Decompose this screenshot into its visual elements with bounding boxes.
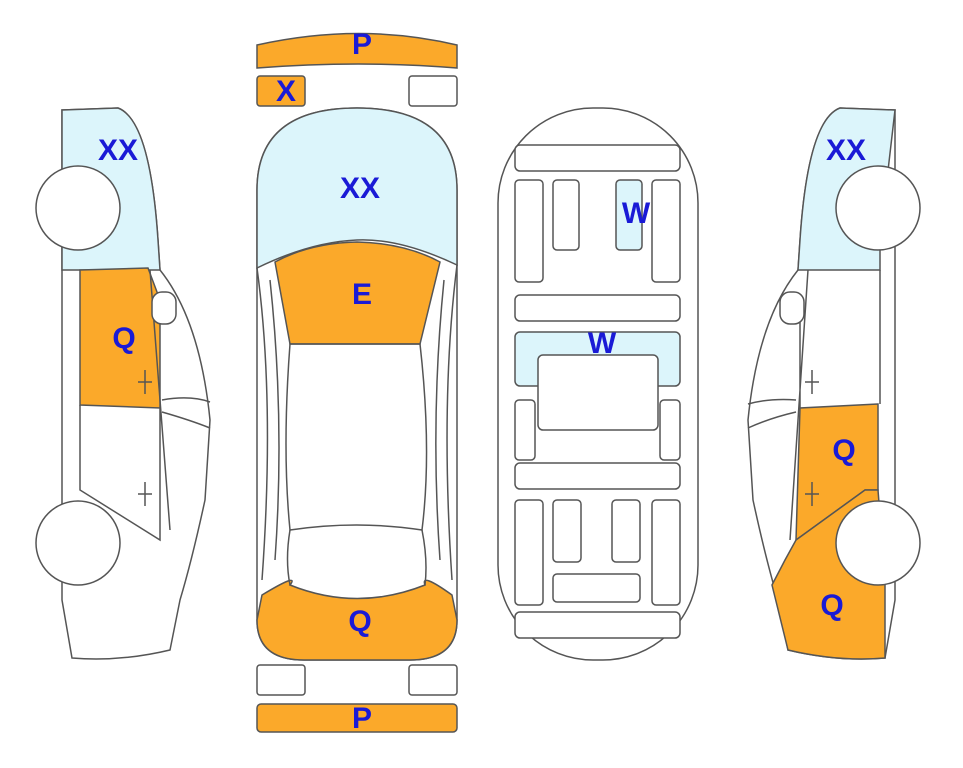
rear-right-trim [659, 399, 681, 461]
right-rear-quarter-label: Q [820, 589, 843, 622]
left-front-door-label: Q [112, 322, 135, 355]
left-front-door-panel [79, 267, 161, 409]
front-right-door-trim [651, 179, 681, 283]
right-rear-wheel [835, 500, 921, 586]
rear-bumper-label: P [352, 702, 372, 735]
right-mirror [779, 291, 805, 325]
left-rear-wheel [35, 500, 121, 586]
mid-panel [514, 294, 681, 322]
left-side-glass-label: XX [98, 134, 138, 167]
left-handle-front [138, 370, 152, 394]
left-taillight [256, 664, 306, 696]
center-console [537, 354, 659, 431]
roof-outline [285, 343, 428, 531]
windshield-label: XX [340, 172, 380, 205]
rear-right-door-trim [651, 499, 681, 606]
interior-view: W W [497, 107, 699, 661]
trunk-floor [514, 611, 681, 639]
right-headlight [408, 75, 458, 107]
left-headlight-label: X [276, 75, 296, 108]
right-side-view: XX Q Q [747, 107, 921, 660]
right-front-wheel [835, 165, 921, 251]
right-taillight [408, 664, 458, 696]
front-left-seat [552, 179, 580, 251]
rear-left-trim [514, 399, 536, 461]
interior-floor-label: W [588, 327, 617, 360]
rear-left-door-trim [514, 499, 544, 606]
left-door-lines [79, 269, 211, 542]
front-right-seat [615, 179, 643, 251]
front-bumper [256, 32, 458, 69]
right-rear-door-label: Q [832, 434, 855, 467]
rear-panel [514, 462, 681, 490]
rear-window-line [286, 529, 427, 586]
side-body-lines [256, 264, 458, 581]
windshield-panel [256, 107, 458, 270]
rear-right-seat [611, 499, 641, 563]
rear-left-seat [552, 499, 582, 563]
hood-label: E [352, 278, 372, 311]
trunk-label: Q [348, 605, 371, 638]
left-mirror [151, 291, 177, 325]
hood-panel [274, 241, 441, 345]
left-front-wheel [35, 165, 121, 251]
front-bumper-label: P [352, 28, 372, 61]
interior-seat-label: W [622, 197, 651, 230]
front-left-door-trim [514, 179, 544, 283]
right-door-lines [747, 269, 881, 541]
left-handle-rear [138, 482, 152, 506]
left-side-view: XX Q [35, 107, 211, 660]
rear-bench [552, 573, 641, 603]
top-view: P X XX E Q P [256, 28, 458, 735]
right-side-glass-label: XX [826, 134, 866, 167]
left-headlight [256, 75, 306, 107]
right-handle-rear [805, 482, 819, 506]
right-handle-front [805, 370, 819, 394]
rear-bumper [256, 703, 458, 733]
dashboard [514, 144, 681, 172]
